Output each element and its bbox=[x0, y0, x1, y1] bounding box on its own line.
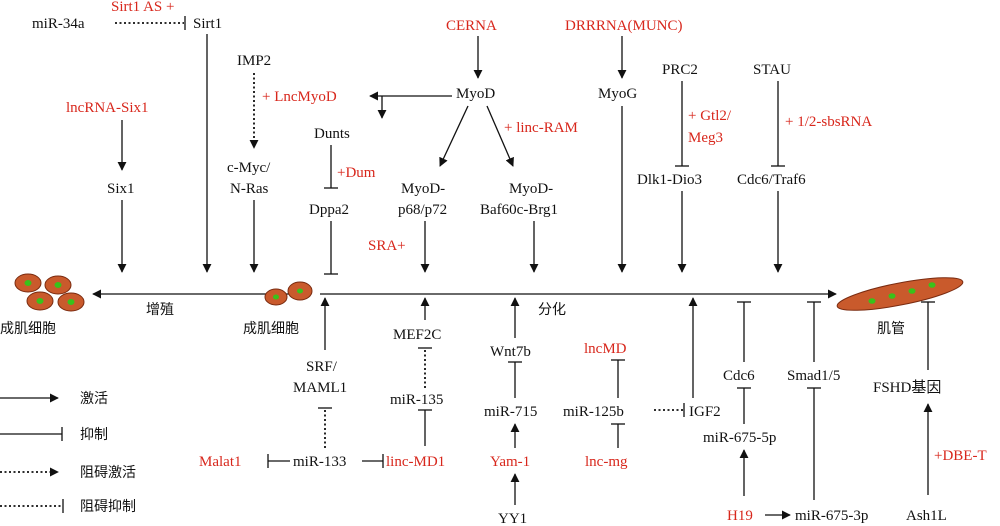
legend: 激活 抑制 阻碍激活 阻碍抑制 bbox=[0, 390, 136, 515]
gtl2-label-line2: Meg3 bbox=[688, 130, 723, 146]
myoblast-cluster-left-icon bbox=[14, 273, 85, 312]
sirt1-label: Sirt1 bbox=[193, 16, 222, 32]
myod-baf-label-line1: MyoD- bbox=[509, 181, 553, 197]
lincmd1-label: linc-MD1 bbox=[386, 454, 445, 470]
myod-label: MyoD bbox=[456, 86, 495, 102]
myotube-icon bbox=[836, 277, 964, 311]
lncmd-label: lncMD bbox=[584, 341, 627, 357]
cerna-label: CERNA bbox=[446, 18, 497, 34]
mir34a-label: miR-34a bbox=[32, 16, 85, 32]
dunts-label: Dunts bbox=[314, 126, 350, 142]
legend-block-activate-label: 阻碍激活 bbox=[80, 464, 136, 481]
prc2-label: PRC2 bbox=[662, 62, 698, 78]
malat1-label: Malat1 bbox=[199, 454, 242, 470]
legend-activate-label: 激活 bbox=[80, 390, 108, 407]
dum-label: +Dum bbox=[337, 165, 376, 181]
wnt7b-label: Wnt7b bbox=[490, 344, 531, 360]
mir125b-label: miR-125b bbox=[563, 404, 624, 420]
gtl2-label-line1: + Gtl2/ bbox=[688, 108, 732, 124]
differentiation-label: 分化 bbox=[538, 302, 566, 318]
myoblast-cluster-mid-icon bbox=[264, 281, 313, 306]
yam1-label: Yam-1 bbox=[490, 454, 530, 470]
mef2c-label: MEF2C bbox=[393, 327, 441, 343]
sra-label: SRA+ bbox=[368, 238, 406, 254]
six1-label: Six1 bbox=[107, 181, 135, 197]
mir135-label: miR-135 bbox=[390, 392, 443, 408]
legend-block-inhibit-label: 阻碍抑制 bbox=[80, 499, 136, 515]
h19-label: H19 bbox=[727, 508, 753, 524]
srf-label-line2: MAML1 bbox=[293, 380, 347, 396]
myod-baf60c-arrow bbox=[486, 105, 514, 167]
mir675-3p-label: miR-675-3p bbox=[795, 508, 868, 524]
mir715-label: miR-715 bbox=[484, 404, 537, 420]
myod-baf-label-line2: Baf60c-Brg1 bbox=[480, 202, 558, 218]
smad-label: Smad1/5 bbox=[787, 368, 840, 384]
dppa2-label: Dppa2 bbox=[309, 202, 349, 218]
cdc6-traf6-label: Cdc6/Traf6 bbox=[737, 172, 806, 188]
lncmyod-label: + LncMyoD bbox=[262, 89, 337, 105]
lncrna-six1-label: lncRNA-Six1 bbox=[66, 100, 149, 116]
cmyc-label: c-Myc/ bbox=[227, 160, 271, 176]
stau-label: STAU bbox=[753, 62, 791, 78]
lnc-mg-label: lnc-mg bbox=[585, 454, 628, 470]
fshd-gene-label: FSHD基因 bbox=[873, 379, 941, 396]
drrrna-label: DRRRNA(MUNC) bbox=[565, 18, 683, 34]
sbsrna-label: + 1/2-sbsRNA bbox=[785, 114, 872, 130]
myoblast-mid-label: 成肌细胞 bbox=[243, 321, 299, 337]
myod-p68-label-line2: p68/p72 bbox=[398, 202, 447, 218]
dbe-t-label: +DBE-T bbox=[934, 448, 987, 464]
myod-p68-label-line1: MyoD- bbox=[401, 181, 445, 197]
myog-label: MyoG bbox=[598, 86, 637, 102]
mir675-5p-label: miR-675-5p bbox=[703, 430, 776, 446]
myod-p68-arrow bbox=[439, 105, 469, 167]
legend-inhibit-label: 抑制 bbox=[80, 427, 108, 443]
linc-ram-label: + linc-RAM bbox=[504, 120, 578, 136]
mir133-label: miR-133 bbox=[293, 454, 346, 470]
myotube-label: 肌管 bbox=[877, 321, 905, 337]
imp2-label: IMP2 bbox=[237, 53, 271, 69]
proliferation-label: 增殖 bbox=[146, 301, 174, 318]
srf-label-line1: SRF/ bbox=[306, 359, 338, 375]
sirt1-as-label: Sirt1 AS + bbox=[111, 0, 174, 15]
myoblast-left-label: 成肌细胞 bbox=[0, 321, 56, 337]
nras-label: N-Ras bbox=[230, 181, 268, 197]
ash1l-label: Ash1L bbox=[906, 508, 947, 524]
igf2-label: IGF2 bbox=[689, 404, 721, 420]
yy1-label: YY1 bbox=[498, 511, 527, 526]
cdc6-label: Cdc6 bbox=[723, 368, 755, 384]
dlk1-dio3-label: Dlk1-Dio3 bbox=[637, 172, 702, 188]
